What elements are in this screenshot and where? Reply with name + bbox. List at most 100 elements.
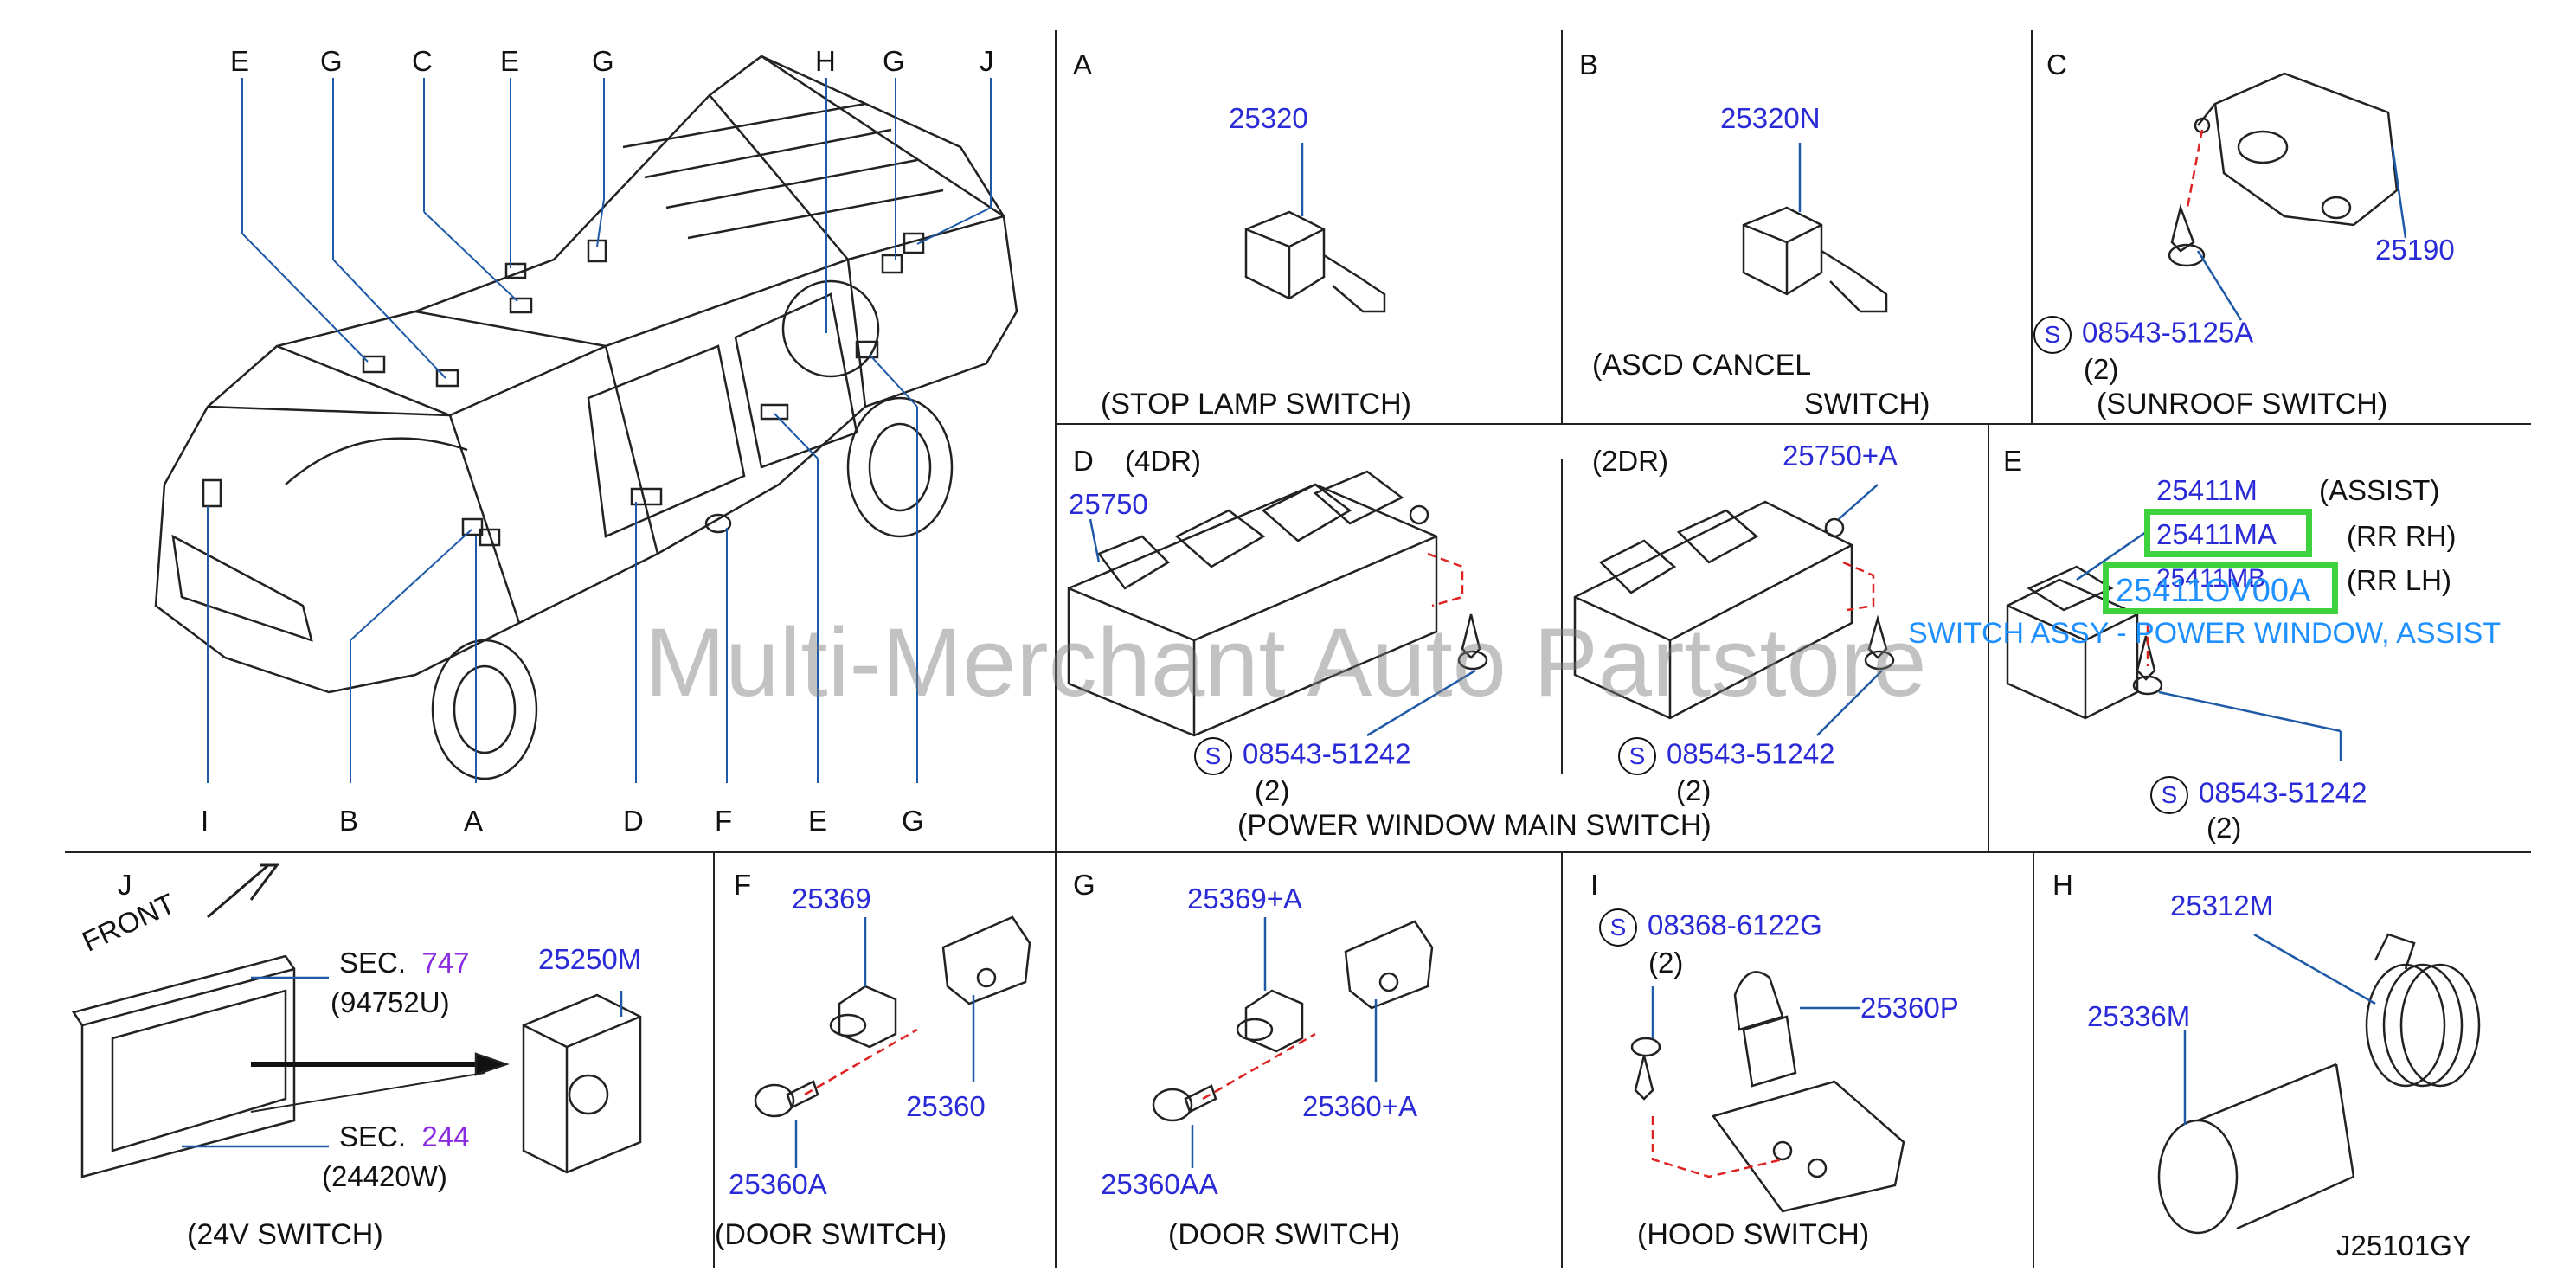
- panel-c-letter: C: [2046, 48, 2067, 80]
- 24v-switch-location: [71, 863, 642, 1178]
- overview-letter: J: [980, 45, 994, 77]
- diagram-code: J25101GY: [2336, 1229, 2471, 1262]
- overview-bottom-letter: B: [339, 805, 359, 837]
- panel-i-part[interactable]: 25360P: [1860, 992, 1959, 1024]
- panel-f-part-1[interactable]: 25369: [792, 883, 871, 915]
- panel-b-caption-2: SWITCH): [1804, 388, 1930, 421]
- panel-e-part-rr-lh[interactable]: 25411MB: [2156, 564, 2266, 593]
- panel-c-caption: (SUNROOF SWITCH): [2097, 388, 2388, 421]
- leader-lines: [207, 78, 992, 783]
- panel-h-part-1[interactable]: 25312M: [2170, 889, 2274, 921]
- panel-d-letter: D: [1073, 445, 1094, 477]
- panel-c-part[interactable]: 25190: [2375, 234, 2455, 266]
- highlight-box: [2103, 562, 2338, 614]
- overview-letter: G: [320, 45, 343, 77]
- overview-bottom-letter: F: [715, 805, 733, 837]
- sec-ref-747[interactable]: SEC. 747: [339, 948, 469, 977]
- panel-i-qty: (2): [1648, 947, 1684, 979]
- door-switch-f: [754, 915, 1031, 1168]
- panel-a-part[interactable]: 25320: [1229, 102, 1308, 134]
- panel-e-note-rr-lh: (RR LH): [2347, 564, 2451, 596]
- panel-e-highlighted-part[interactable]: 25411OV00A: [2116, 573, 2311, 609]
- panel-e-note-rr-rh: (RR RH): [2347, 520, 2457, 552]
- panel-f-part-2[interactable]: 25360: [906, 1090, 986, 1122]
- sec-code-244: (24420W): [322, 1160, 447, 1192]
- panel-d-screw-2dr-part: 08543-51242: [1667, 737, 1835, 770]
- panel-d-variant-4dr: (4DR): [1125, 445, 1201, 477]
- panel-i-letter: I: [1590, 869, 1599, 901]
- watermark: Multi-Merchant Auto Partstore: [645, 608, 1927, 716]
- panel-f-letter: F: [734, 869, 752, 901]
- overview-letter: H: [815, 45, 836, 77]
- panel-h-letter: H: [2052, 869, 2073, 901]
- sec-label: SEC.: [339, 947, 407, 979]
- overview-bottom-letter: E: [808, 805, 828, 837]
- panel-e-qty: (2): [2207, 812, 2242, 844]
- panel-g-letter: G: [1073, 869, 1095, 901]
- panel-i-screw[interactable]: S 08368-6122G: [1599, 908, 1822, 947]
- sec-code-747: (94752U): [331, 986, 450, 1018]
- overview-letter: E: [500, 45, 520, 77]
- panel-d-variant-2dr: (2DR): [1592, 445, 1668, 477]
- panel-d-screw-4dr-part: 08543-51242: [1243, 737, 1411, 770]
- panel-d-part-4dr[interactable]: 25750: [1069, 488, 1148, 520]
- stop-lamp-switch: [1244, 143, 1386, 313]
- panel-c-qty: (2): [2084, 353, 2119, 385]
- power-outlet: [2157, 933, 2481, 1235]
- panel-f-caption: (DOOR SWITCH): [715, 1218, 948, 1251]
- panel-a-letter: A: [1073, 48, 1093, 80]
- ascd-cancel-switch: [1742, 143, 1888, 313]
- overview-bottom-letter: I: [201, 805, 209, 837]
- screw-symbol: S: [1194, 737, 1232, 775]
- panel-g-part-2[interactable]: 25360+A: [1302, 1090, 1418, 1122]
- overview-letter: C: [412, 45, 433, 77]
- panel-e-part-assist[interactable]: 25411M: [2156, 474, 2258, 506]
- panel-d-screw-4dr[interactable]: S 08543-51242: [1194, 737, 1411, 775]
- overview-bottom-letter: G: [902, 805, 924, 837]
- sec-label: SEC.: [339, 1120, 407, 1152]
- panel-e-screw[interactable]: S 08543-51242: [2150, 776, 2367, 814]
- panel-j-part[interactable]: 25250M: [538, 943, 642, 975]
- panel-c-screw[interactable]: S 08543-5125A: [2033, 316, 2253, 354]
- sec-number: 244: [421, 1120, 470, 1152]
- assist-switch: [2006, 530, 2342, 761]
- panel-e-letter: E: [2003, 445, 2023, 477]
- screw-symbol: S: [1618, 737, 1656, 775]
- panel-g-part-3[interactable]: 25360AA: [1101, 1168, 1218, 1200]
- panel-c-screw-part: 08543-5125A: [2082, 316, 2254, 349]
- panel-d-qty-2dr: (2): [1676, 774, 1712, 806]
- panel-i-screw-part: 08368-6122G: [1648, 908, 1822, 941]
- screw-symbol: S: [1599, 908, 1637, 947]
- overview-letter: E: [230, 45, 250, 77]
- screw-symbol: S: [2150, 776, 2188, 814]
- power-window-main-switch: [1067, 470, 1895, 737]
- overview-letter: G: [883, 45, 905, 77]
- panel-e-screw-part: 08543-51242: [2199, 776, 2367, 809]
- panel-j-caption: (24V SWITCH): [187, 1218, 383, 1251]
- panel-e-note-assist: (ASSIST): [2319, 474, 2440, 506]
- sec-number: 747: [421, 947, 470, 979]
- panel-h-part-2[interactable]: 25336M: [2087, 1000, 2191, 1032]
- panel-f-part-3[interactable]: 25360A: [729, 1168, 827, 1200]
- panel-b-letter: B: [1579, 48, 1599, 80]
- hood-switch: [1630, 971, 1905, 1213]
- panel-g-part-1[interactable]: 25369+A: [1187, 883, 1303, 915]
- highlight-box: [2144, 509, 2312, 557]
- screw-symbol: S: [2033, 316, 2072, 354]
- panel-a-caption: (STOP LAMP SWITCH): [1101, 388, 1411, 421]
- part-tooltip: SWITCH ASSY - POWER WINDOW, ASSIST: [1908, 617, 2502, 650]
- panel-d-screw-2dr[interactable]: S 08543-51242: [1618, 737, 1835, 775]
- panel-e-part-rr-rh[interactable]: 25411MA: [2156, 518, 2277, 550]
- panel-b-part[interactable]: 25320N: [1720, 102, 1821, 134]
- overview-bottom-letter: D: [623, 805, 644, 837]
- door-switch-g: [1152, 917, 1434, 1168]
- panel-g-caption: (DOOR SWITCH): [1168, 1218, 1401, 1251]
- sunroof-switch: [2168, 72, 2407, 321]
- panel-b-caption-1: (ASCD CANCEL: [1592, 349, 1812, 382]
- sec-ref-244[interactable]: SEC. 244: [339, 1122, 469, 1151]
- panel-d-part-2dr[interactable]: 25750+A: [1783, 440, 1898, 472]
- overview-bottom-letter: A: [464, 805, 484, 837]
- panel-i-caption: (HOOD SWITCH): [1637, 1218, 1870, 1251]
